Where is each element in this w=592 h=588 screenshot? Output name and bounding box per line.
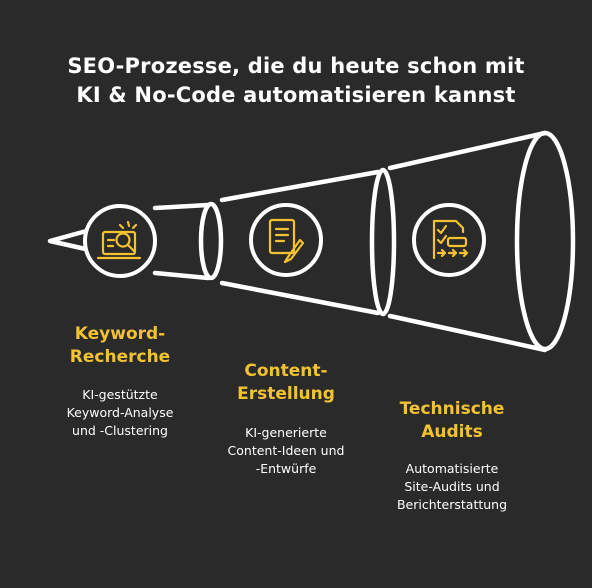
document-pen-icon bbox=[268, 218, 305, 264]
laptop-search-icon bbox=[96, 220, 142, 260]
funnel-segment-2 bbox=[219, 169, 381, 316]
title-line-2: KI & No-Code automatisieren kannst bbox=[76, 83, 516, 107]
stage-2-title: Content- Erstellung bbox=[196, 360, 376, 406]
stage-1-desc-line-1: KI-gestützte bbox=[82, 387, 158, 402]
stage-2-desc-line-3: -Entwürfe bbox=[255, 461, 317, 476]
funnel-segment-3 bbox=[387, 130, 548, 353]
stage-circle-1 bbox=[83, 204, 157, 278]
stage-2-desc-line-2: Content-Ideen und bbox=[227, 443, 345, 458]
funnel-joint-2 bbox=[369, 167, 397, 317]
stage-1-description: KI-gestützte Keyword-Analyse und -Cluste… bbox=[30, 386, 210, 440]
stage-3-title-line-2: Audits bbox=[421, 422, 483, 442]
funnel-joint-1 bbox=[198, 201, 224, 281]
stage-2-title-line-1: Content- bbox=[244, 361, 328, 381]
page-title: SEO-Prozesse, die du heute schon mit KI … bbox=[0, 52, 592, 110]
stage-3-desc-line-3: Berichterstattung bbox=[396, 497, 508, 512]
stage-2-title-line-2: Erstellung bbox=[237, 384, 335, 404]
funnel-segment-1 bbox=[152, 202, 211, 281]
title-line-1: SEO-Prozesse, die du heute schon mit bbox=[67, 54, 525, 78]
stage-3-title: Technische Audits bbox=[362, 398, 542, 444]
stage-3-desc-line-1: Automatisierte bbox=[405, 461, 499, 476]
stage-1-title-line-1: Keyword- bbox=[74, 324, 166, 344]
audit-checklist-icon bbox=[432, 219, 469, 260]
stage-2-desc-line-1: KI-generierte bbox=[245, 425, 327, 440]
stage-circle-2 bbox=[249, 203, 323, 277]
stage-2-description: KI-generierte Content-Ideen und -Entwürf… bbox=[196, 424, 376, 478]
stage-1-desc-line-3: und -Clustering bbox=[72, 423, 168, 438]
stage-3-title-line-1: Technische bbox=[399, 399, 505, 419]
stage-1-desc-line-2: Keyword-Analyse bbox=[66, 405, 174, 420]
stage-3-description: Automatisierte Site-Audits und Berichter… bbox=[362, 460, 542, 514]
funnel-mouth bbox=[514, 130, 576, 352]
stage-3-desc-line-2: Site-Audits und bbox=[404, 479, 500, 494]
stage-1-title-line-2: Recherche bbox=[69, 347, 171, 367]
stage-1-title: Keyword- Recherche bbox=[30, 323, 210, 369]
funnel-tip bbox=[47, 227, 93, 253]
